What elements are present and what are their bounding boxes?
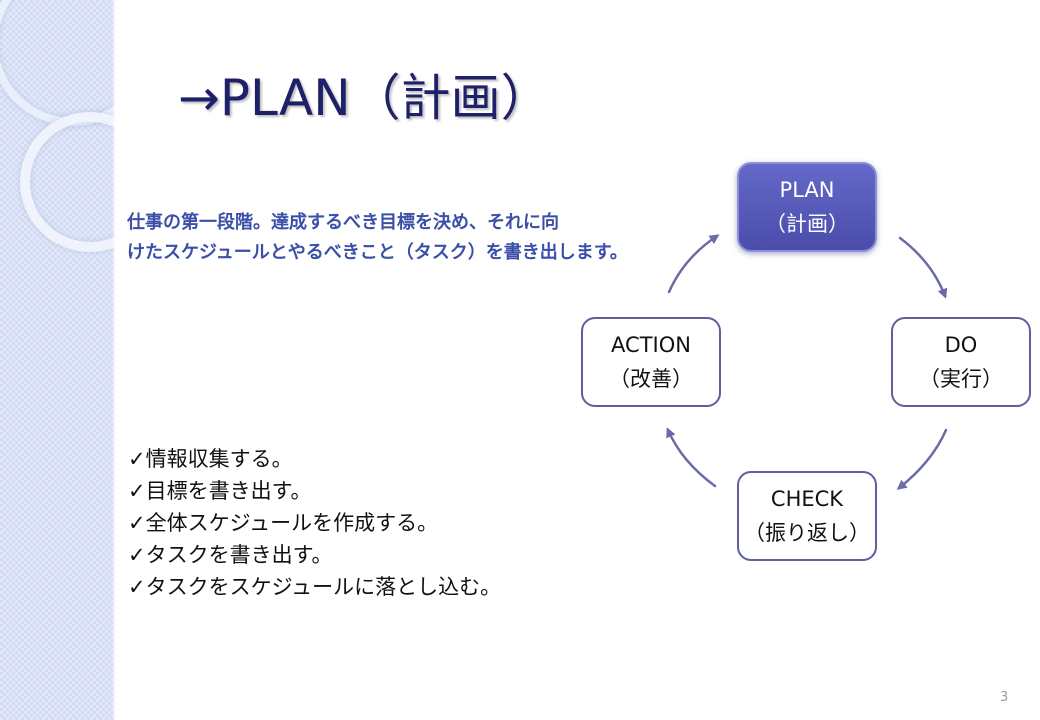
cycle-node-sublabel: （改善） [609, 367, 693, 391]
cycle-node-label: CHECK [770, 487, 844, 511]
decorative-ring-top [0, 0, 115, 126]
page-number: 3 [1000, 690, 1009, 705]
checklist-item: ✓情報収集する。 [128, 447, 293, 471]
left-decoration-stripe [0, 0, 115, 720]
description-line: けたスケジュールとやるべきこと（タスク）を書き出します。 [127, 242, 628, 263]
description: 仕事の第一段階。達成するべき目標を決め、それに向 けたスケジュールとやるべきこと… [127, 208, 687, 268]
task-checklist: ✓情報収集する。 ✓目標を書き出す。 ✓全体スケジュールを作成する。 ✓タスクを… [128, 443, 501, 603]
cycle-node-label: ACTION [611, 333, 691, 357]
slide-title: →PLAN（計画） [178, 69, 551, 127]
arrow-do-to-check [896, 428, 948, 490]
cycle-node-label: DO [944, 333, 978, 357]
cycle-node-check: CHECK （振り返し） [737, 471, 877, 561]
cycle-node-sublabel: （計画） [765, 212, 849, 236]
arrow-check-to-action [666, 427, 717, 488]
cycle-node-plan: PLAN （計画） [737, 162, 877, 252]
description-line: 仕事の第一段階。達成するべき目標を決め、それに向 [127, 212, 559, 233]
arrow-plan-to-do [898, 236, 948, 299]
cycle-node-action: ACTION （改善） [581, 317, 721, 407]
checklist-item: ✓目標を書き出す。 [128, 479, 312, 503]
checklist-item: ✓タスクを書き出す。 [128, 543, 333, 567]
cycle-node-do: DO （実行） [891, 317, 1031, 407]
decorative-ring-middle [20, 112, 115, 252]
cycle-node-sublabel: （振り返し） [744, 521, 870, 545]
checklist-item: ✓タスクをスケジュールに落とし込む。 [128, 575, 502, 599]
cycle-node-sublabel: （実行） [919, 367, 1003, 391]
checklist-item: ✓全体スケジュールを作成する。 [128, 511, 439, 535]
cycle-node-label: PLAN [779, 178, 835, 202]
